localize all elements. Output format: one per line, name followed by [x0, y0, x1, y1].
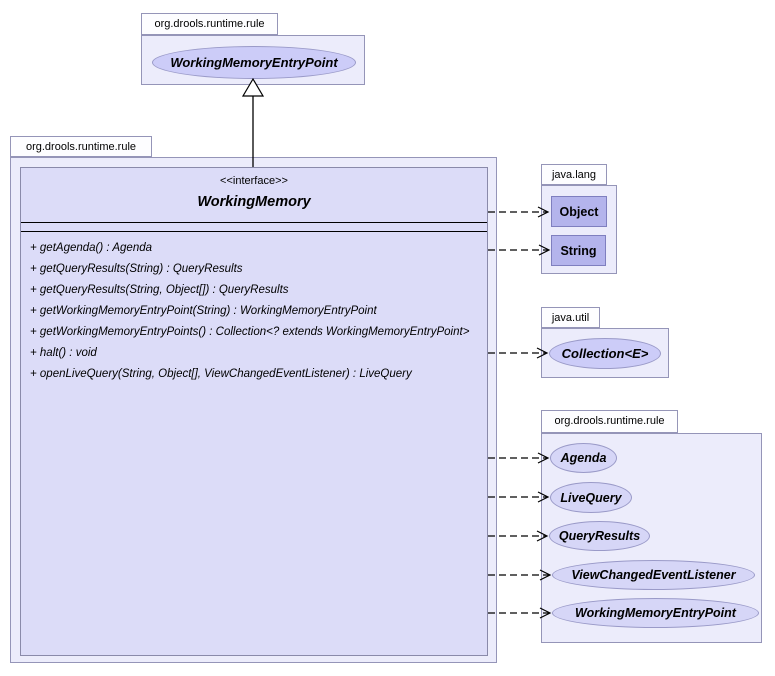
- node-ellipse-agenda: Agenda: [550, 443, 617, 473]
- dependency-arrow-livequery: [488, 491, 550, 503]
- package-tab-main: org.drools.runtime.rule: [10, 136, 152, 157]
- method-row: + getWorkingMemoryEntryPoint(String) : W…: [30, 305, 377, 317]
- dependency-arrow-agenda: [488, 452, 550, 464]
- node-ellipse-workingmemoryentrypoint-top: WorkingMemoryEntryPoint: [152, 46, 356, 79]
- method-row: + getAgenda() : Agenda: [30, 242, 153, 254]
- method-row: + halt() : void: [30, 347, 97, 359]
- method-row: + getQueryResults(String) : QueryResults: [30, 263, 243, 275]
- compartment-separator: [21, 222, 487, 223]
- dependency-arrow-object: [488, 206, 550, 218]
- node-class-object: Object: [551, 196, 607, 227]
- package-tab-java-util: java.util: [541, 307, 600, 328]
- node-ellipse-livequery: LiveQuery: [550, 482, 632, 513]
- package-tab-rule-types: org.drools.runtime.rule: [541, 410, 678, 433]
- node-ellipse-collection: Collection<E>: [549, 338, 661, 369]
- compartment-separator: [21, 231, 487, 232]
- node-ellipse-queryresults: QueryResults: [549, 521, 650, 551]
- node-class-string: String: [551, 235, 606, 266]
- node-ellipse-viewchangedeventlistener: ViewChangedEventListener: [552, 560, 755, 590]
- method-list: + getAgenda() : Agenda + getQueryResults…: [21, 238, 487, 385]
- method-row: + getWorkingMemoryEntryPoints() : Collec…: [30, 326, 470, 338]
- interface-stereotype: <<interface>>: [220, 175, 288, 187]
- method-row: + openLiveQuery(String, Object[], ViewCh…: [30, 368, 412, 380]
- node-ellipse-workingmemoryentrypoint: WorkingMemoryEntryPoint: [552, 598, 759, 628]
- dependency-arrow-string: [488, 244, 551, 256]
- package-tab-java-lang: java.lang: [541, 164, 607, 185]
- method-row: + getQueryResults(String, Object[]) : Qu…: [30, 284, 289, 296]
- interface-box-workingmemory: <<interface>> WorkingMemory + getAgenda(…: [20, 167, 488, 656]
- interface-title: WorkingMemory: [197, 194, 311, 210]
- package-tab-top: org.drools.runtime.rule: [141, 13, 278, 35]
- generalization-arrow: [241, 77, 265, 167]
